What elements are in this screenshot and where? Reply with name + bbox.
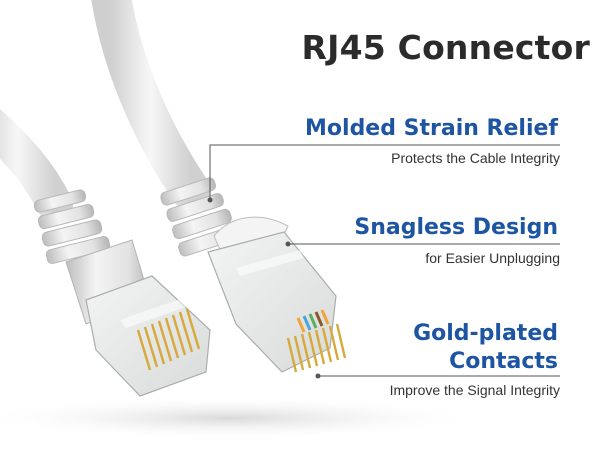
left-cable (0, 108, 73, 223)
page-title: RJ45 Connector (301, 28, 590, 67)
right-plug-housing (207, 231, 337, 373)
right-colored-wires (296, 309, 330, 333)
left-boot-ribs (33, 189, 111, 264)
feature-description-gold-contacts: Improve the Signal Integrity (389, 382, 560, 398)
floor-shadow (0, 396, 490, 440)
callout-line-strain-relief (209, 144, 560, 200)
feature-heading-strain-relief: Molded Strain Relief (305, 116, 558, 141)
feature-description-snagless: for Easier Unplugging (425, 250, 560, 266)
left-connector (0, 108, 211, 397)
feature-heading-snagless: Snagless Design (354, 215, 558, 240)
right-cable (91, 0, 210, 210)
right-boot-ribs (160, 177, 240, 257)
callout-lines (207, 144, 560, 379)
left-gold-contacts-icon (136, 308, 201, 371)
feature-heading-gold-contacts: Gold-plated Contacts (413, 321, 558, 374)
right-gold-contacts-icon (286, 323, 347, 373)
feature-description-strain-relief: Protects the Cable Integrity (391, 150, 560, 166)
right-connector (91, 0, 347, 373)
